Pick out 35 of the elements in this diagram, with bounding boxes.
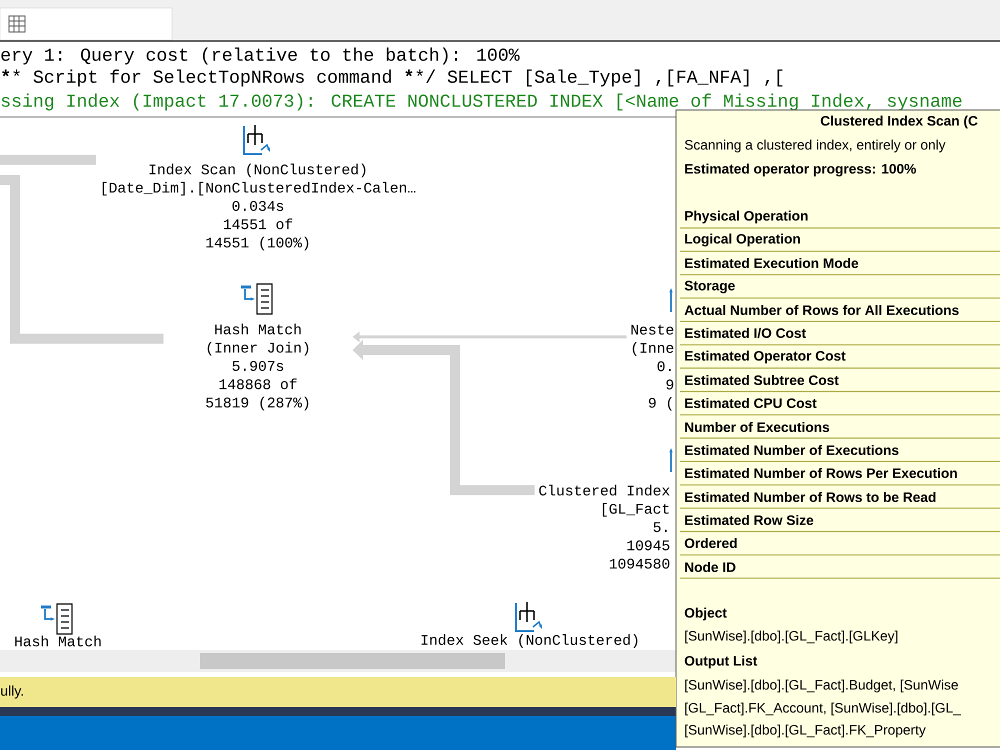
property-value: [SunWise].[dbo].[GL_Fact].FK_Property — [685, 724, 926, 738]
tooltip-description: Scanning a clustered index, entirely or only — [684, 140, 946, 152]
property-name: Estimated Number of Rows Per Execution — [685, 468, 957, 478]
section-heading: Output List — [684, 656, 758, 668]
property-name: Number of Executions — [685, 422, 830, 432]
tooltip-title: Clustered Index Scan (C — [820, 116, 978, 128]
property-value: [SunWise].[dbo].[GL_Fact].Budget, [SunWise — [685, 680, 958, 692]
status-bar: ully. — [0, 677, 676, 707]
property-name: Physical Operation — [685, 210, 808, 224]
property-name: Node ID — [685, 562, 736, 572]
plan-operator: Index Scan (NonClustered) [Date_Dim].[NonClusteredIndex-Calen… 0.034s 14551 of 14551 (100%) — [102, 164, 416, 250]
plan-operator: Clustered Index [GL_Fact 5. 10945 1094580 — [539, 484, 670, 569]
property-name: Estimated CPU Cost — [685, 398, 817, 408]
property-name: Estimated Subtree Cost — [685, 374, 839, 386]
property-value: [GL_Fact].FK_Account, [SunWise].[dbo].[GL_ — [685, 702, 961, 716]
property-name: Estimated Row Size — [685, 514, 814, 526]
property-name: Estimated Operator Cost — [685, 350, 846, 364]
section-heading: Object — [684, 608, 727, 620]
property-name: Estimated Execution Mode — [685, 258, 858, 268]
property-name: Logical Operation — [685, 234, 800, 246]
property-name: Estimated Number of Executions — [685, 444, 898, 456]
query-text: ** Script for SelectTopNRows command **/ SELECT [Sale_Type] ,[FA_NFA] ,[ — [2, 70, 782, 86]
query-text: ery 1: Query cost (relative to the batch): 100% — [1, 48, 520, 64]
plan-operator: Hash Match — [15, 636, 101, 646]
property-name: Actual Number of Rows for All Executions — [684, 304, 959, 316]
plan-operator: Index Seek (NonClustered) — [422, 634, 638, 648]
property-name: Ordered — [684, 538, 737, 548]
progress-text: Estimated operator progress: 100% — [685, 164, 916, 176]
plan-operator: Hash Match (Inner Join) 5.907s 148868 of 51819 (287%) — [206, 324, 308, 410]
property-value: [SunWise].[dbo].[GL_Fact].[GLKey] — [685, 630, 898, 644]
property-name: Estimated Number of Rows to be Read — [685, 492, 936, 502]
property-name: Estimated I/O Cost — [685, 328, 806, 338]
property-name: Storage — [684, 280, 735, 294]
plan-operator: Neste (Inne 0. 9 9 ( — [631, 324, 674, 411]
query-text: ssing Index (Impact 17.0073): CREATE NONCLUSTERED INDEX [<Name of Missing Index, sysname — [2, 94, 962, 110]
